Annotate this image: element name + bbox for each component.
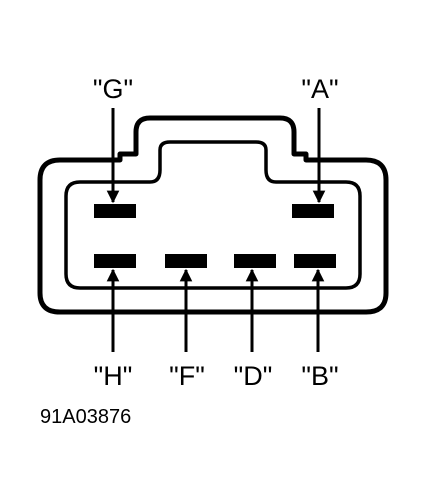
terminal-h bbox=[94, 254, 136, 268]
pin-label-b: "B" bbox=[301, 361, 338, 391]
pin-label-d: "D" bbox=[234, 361, 273, 391]
terminal-f bbox=[165, 254, 207, 268]
pin-label-a: "A" bbox=[301, 74, 338, 104]
pin-label-h: "H" bbox=[94, 361, 133, 391]
reference-code: 91A03876 bbox=[40, 406, 131, 428]
pin-label-f: "F" bbox=[169, 361, 205, 391]
terminal-a bbox=[292, 204, 334, 218]
connector-face-inner bbox=[64, 140, 362, 290]
terminal-d bbox=[234, 254, 276, 268]
pin-label-g: "G" bbox=[93, 74, 133, 104]
terminal-b bbox=[294, 254, 336, 268]
terminal-g bbox=[94, 204, 136, 218]
connector-housing-outer bbox=[37, 115, 389, 315]
